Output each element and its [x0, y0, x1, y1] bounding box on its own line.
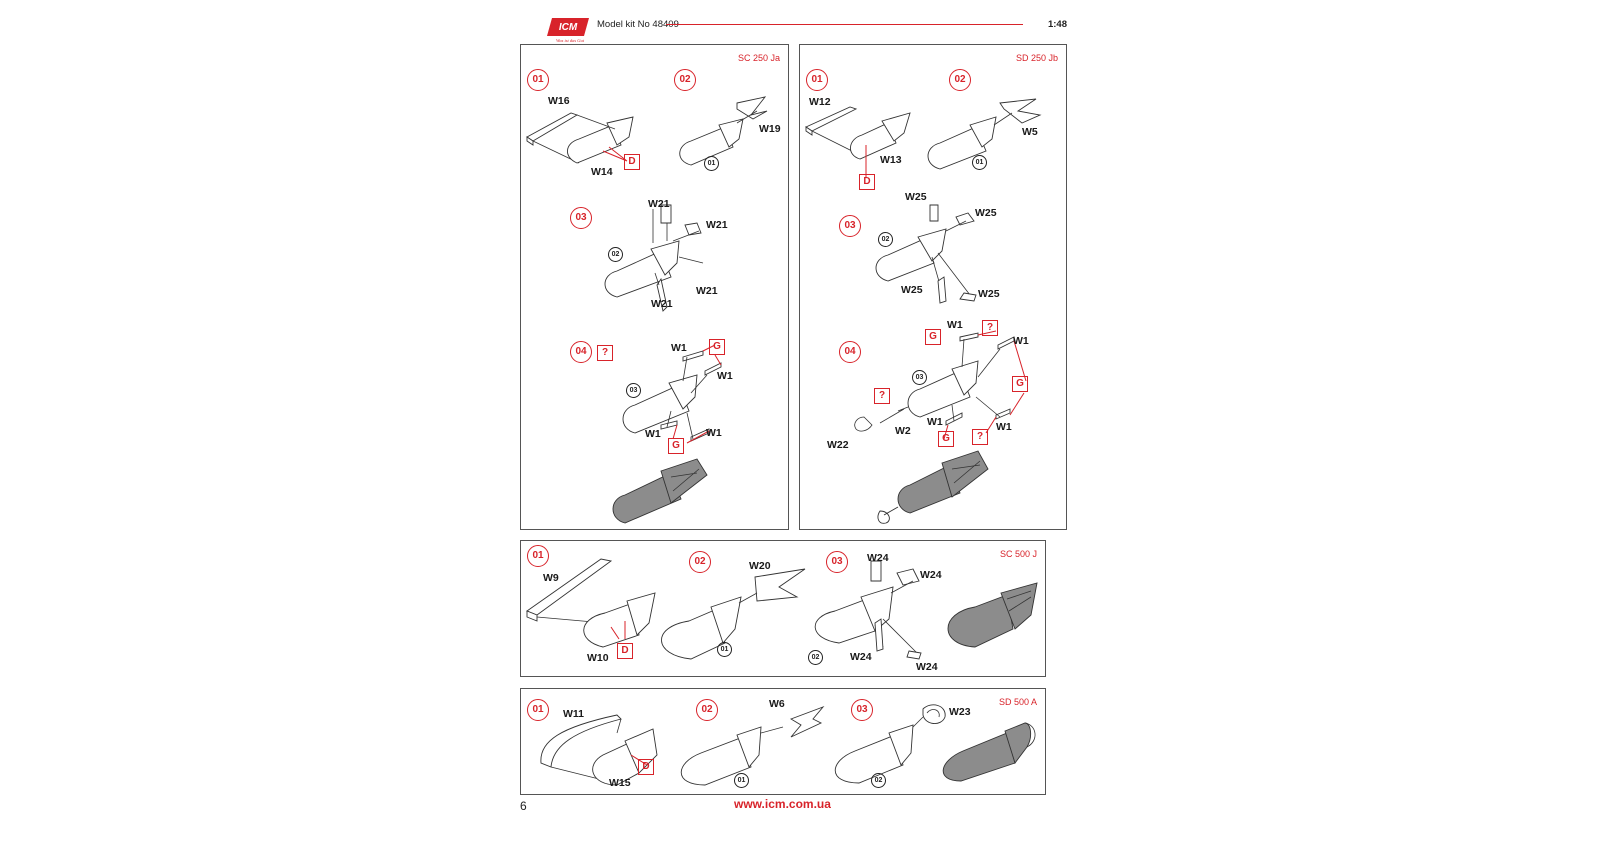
part-w6: W6	[769, 698, 785, 710]
step-02: 02	[674, 69, 696, 91]
step-01: 01	[527, 69, 549, 91]
part-w24: W24	[850, 651, 872, 663]
decal-d: D	[859, 174, 875, 190]
part-w1: W1	[947, 319, 963, 331]
ref-step-03: 03	[912, 370, 927, 385]
part-w24: W24	[867, 552, 889, 564]
part-w21: W21	[696, 285, 718, 297]
ref-step-01: 01	[717, 642, 732, 657]
page-number: 6	[520, 799, 527, 813]
step-02: 02	[689, 551, 711, 573]
decal-d: D	[617, 643, 633, 659]
step-02: 02	[696, 699, 718, 721]
part-w23: W23	[949, 706, 971, 718]
ref-step-02: 02	[878, 232, 893, 247]
paint-question-mark: ?	[972, 429, 988, 445]
step-04: 04	[570, 341, 592, 363]
kit-number: Model kit No 48409	[597, 19, 679, 30]
part-w19: W19	[759, 123, 781, 135]
decal-d: D	[624, 154, 640, 170]
step-02: 02	[949, 69, 971, 91]
bomb-drawing	[526, 96, 768, 524]
icm-logo: ICM Was ist das Gut	[547, 18, 589, 43]
part-w5: W5	[1022, 126, 1038, 138]
panel-title: SD 500 A	[998, 697, 1037, 707]
part-w14: W14	[591, 166, 613, 178]
svg-text:ICM: ICM	[559, 22, 578, 33]
part-w1: W1	[645, 428, 661, 440]
step-03: 03	[570, 207, 592, 229]
bomb-drawing	[540, 704, 1036, 786]
paint-g: G	[925, 329, 941, 345]
step-03: 03	[839, 215, 861, 237]
part-w1: W1	[927, 416, 943, 428]
ref-step-02: 02	[871, 773, 886, 788]
paint-g: G	[668, 438, 684, 454]
paint-question-mark: ?	[982, 320, 998, 336]
part-w11: W11	[563, 708, 585, 720]
instruction-page: ICM Was ist das Gut Model kit No 48409 1…	[520, 0, 1090, 850]
panel-sd-500-a: SD 500 A 01 02 03 W11 W15	[520, 688, 1046, 795]
part-w1: W1	[1013, 335, 1029, 347]
part-w10: W10	[587, 652, 609, 664]
step-01: 01	[527, 699, 549, 721]
paint-question-mark: ?	[597, 345, 613, 361]
step-03: 03	[851, 699, 873, 721]
ref-step-01: 01	[704, 156, 719, 171]
panel-sd-250-jb: SD 250 Jb 01 02 03 04	[799, 44, 1067, 530]
bomb-drawing	[526, 558, 1038, 660]
decal-d: D	[638, 759, 654, 775]
part-w25: W25	[905, 191, 927, 203]
part-w16: W16	[548, 95, 570, 107]
paint-question-mark: ?	[874, 388, 890, 404]
ref-step-02: 02	[608, 247, 623, 262]
part-w21: W21	[648, 198, 670, 210]
part-w13: W13	[880, 154, 902, 166]
paint-g: G	[1012, 376, 1028, 392]
step-01: 01	[527, 545, 549, 567]
ref-step-02: 02	[808, 650, 823, 665]
kit-scale: 1:48	[1047, 19, 1067, 30]
panel-sc-250-ja: SC 250 Ja 01 02 03 04	[520, 44, 789, 530]
ref-step-01: 01	[972, 155, 987, 170]
part-w20: W20	[749, 560, 771, 572]
step-04: 04	[839, 341, 861, 363]
paint-g: G	[938, 431, 954, 447]
ref-step-03: 03	[626, 383, 641, 398]
part-w12: W12	[809, 96, 831, 108]
part-w24: W24	[916, 661, 938, 673]
panel-sc-500-j: SC 500 J 01 02 03	[520, 540, 1046, 677]
part-w1: W1	[706, 427, 722, 439]
svg-text:Was ist das Gut: Was ist das Gut	[556, 38, 585, 43]
part-w21: W21	[651, 298, 673, 310]
panel-title: SD 250 Jb	[1015, 53, 1058, 63]
part-w22: W22	[827, 439, 849, 451]
step-01: 01	[806, 69, 828, 91]
website-link[interactable]: www.icm.com.ua	[734, 797, 831, 811]
bomb-drawing	[805, 98, 1042, 524]
part-w1: W1	[717, 370, 733, 382]
step-03: 03	[826, 551, 848, 573]
panel-title: SC 500 J	[999, 549, 1037, 559]
part-w25: W25	[978, 288, 1000, 300]
part-w2: W2	[895, 425, 911, 437]
part-w1: W1	[671, 342, 687, 354]
part-w24: W24	[920, 569, 942, 581]
paint-g: G	[709, 339, 725, 355]
ref-step-01: 01	[734, 773, 749, 788]
part-w1: W1	[996, 421, 1012, 433]
header-rule	[666, 24, 1023, 25]
part-w25: W25	[901, 284, 923, 296]
panel-title: SC 250 Ja	[737, 53, 780, 63]
part-w9: W9	[543, 572, 559, 584]
part-w15: W15	[609, 777, 631, 789]
part-w25: W25	[975, 207, 997, 219]
part-w21: W21	[706, 219, 728, 231]
